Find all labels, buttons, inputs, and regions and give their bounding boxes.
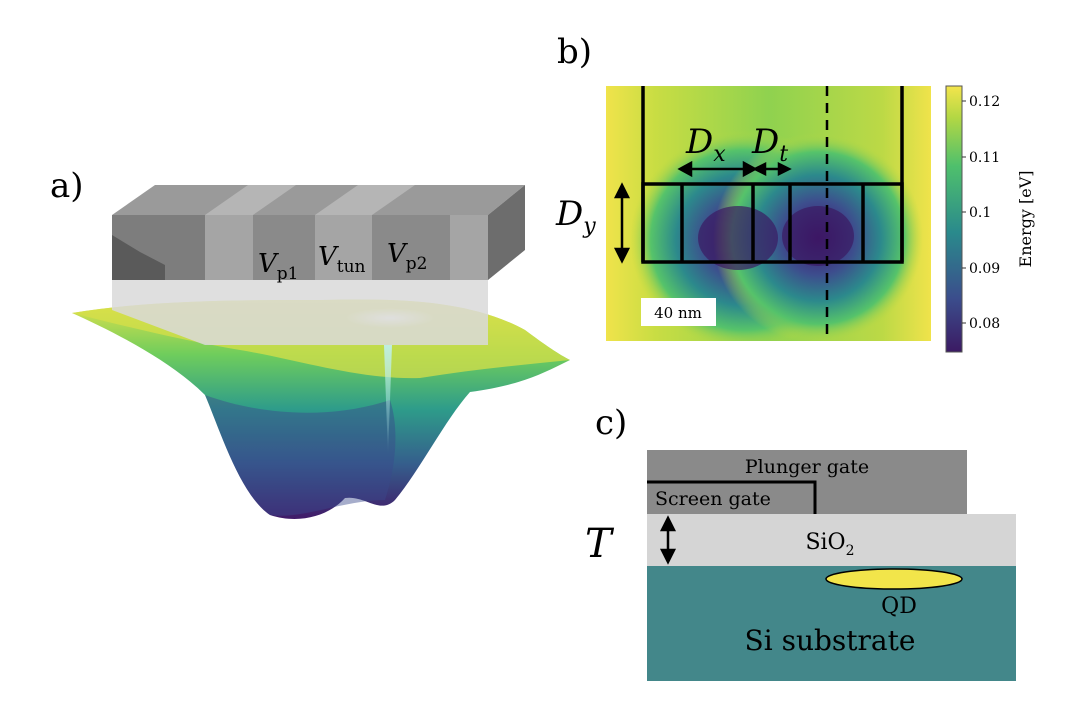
dim-dt: Dt [751, 122, 788, 167]
screen-gate-row [647, 482, 967, 514]
gate-outlines [641, 86, 904, 264]
gate-label-vtun: Vtun [318, 242, 366, 277]
oxide-label: SiO2 [805, 530, 854, 559]
gate-tun-face [315, 215, 372, 280]
panel-b: b) [555, 32, 1035, 353]
gate-p2-face [372, 215, 450, 280]
gate-p1-face [253, 215, 315, 280]
colorbar [945, 85, 963, 353]
panel-a-label: a) [50, 166, 84, 206]
thickness-arrow [659, 515, 677, 565]
panel-c-label: c) [595, 403, 627, 443]
plunger-gate-label: Plunger gate [745, 456, 869, 478]
panel-b-label: b) [557, 32, 592, 72]
gate-stack-3d: Vp1 Vtun Vp2 [112, 185, 525, 345]
colorbar-tick-2: 0.1 [969, 205, 991, 221]
screen-gate-label: Screen gate [655, 488, 771, 510]
colorbar-tick-4: 0.08 [969, 316, 1000, 332]
colorbar-tick-3: 0.09 [969, 261, 1000, 277]
colorbar-tick-0: 0.12 [969, 94, 1000, 110]
dim-dy: Dy [555, 194, 596, 239]
panel-c: c) Plunger gate Screen gate SiO2 QD Si s… [585, 403, 1016, 681]
panel-a: a) Vp1 [50, 166, 570, 519]
scale-bar-label: 40 nm [654, 304, 702, 322]
dim-t-label: T [585, 521, 615, 567]
colorbar-tick-1: 0.11 [969, 150, 1000, 166]
gate-label-vp2: Vp2 [387, 239, 427, 274]
gate-top-face [112, 185, 525, 215]
colorbar-label: Energy [eV] [1016, 171, 1035, 268]
dim-dx: Dx [685, 122, 726, 167]
screen-gate-outline [647, 480, 817, 514]
substrate-layer [647, 566, 1016, 681]
qd-label: QD [881, 594, 917, 619]
plunger-gate [647, 450, 967, 482]
dimension-arrows [613, 160, 792, 264]
quantum-dot [825, 568, 963, 590]
substrate-label: Si substrate [745, 624, 916, 657]
scale-bar [641, 298, 716, 326]
gate-label-vp1: Vp1 [258, 249, 298, 284]
oxide-layer [647, 514, 1016, 566]
